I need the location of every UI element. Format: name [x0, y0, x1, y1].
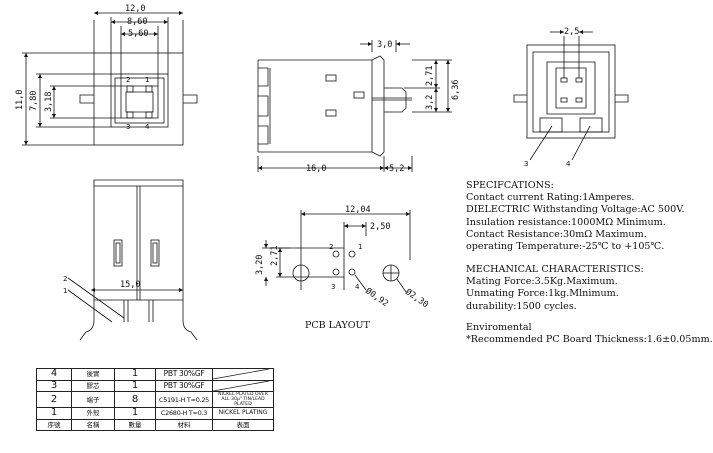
- dim-pcb-pitch: 2,50: [370, 222, 390, 232]
- bom-material: C2680-H T=0.3: [155, 407, 213, 420]
- dim-pcb-span: 12,04: [345, 205, 371, 215]
- dim-pcb-hole-large: Ø2,30: [403, 286, 430, 310]
- environmental-block: Enviromental *Recommended PC Board Thick…: [466, 322, 713, 346]
- bottom-pin-label: 1: [63, 287, 67, 295]
- dim-side-tail: 5,2: [389, 164, 404, 174]
- dim-top-height-mid: 7,80: [29, 91, 39, 111]
- mech-line: durability:1500 cycles.: [466, 300, 577, 312]
- spec-line: Insulation resistance:1000MΩ Minimum.: [466, 216, 666, 228]
- bom-qty: 1: [114, 407, 156, 420]
- mech-line: Mating Force:3.5Kg.Maximum.: [466, 276, 618, 288]
- spec-heading: SPECIFCATIONS:: [466, 180, 554, 191]
- dim-side-length: 16,0: [306, 164, 326, 174]
- bom-name: 外殼: [71, 407, 115, 420]
- top-pin-label: 3: [126, 123, 130, 131]
- front-pin-label: 3: [524, 160, 528, 168]
- bom-no: 3: [36, 379, 72, 392]
- mech-heading: MECHANICAL CHARACTERISTICS:: [466, 264, 644, 275]
- dim-side-top: 3,0: [377, 40, 392, 50]
- bom-finish: NICKEL PLATED OVER ALL 30µ" TIN/LEAD PLA…: [212, 391, 274, 408]
- bom-no: 2: [36, 391, 72, 408]
- bill-of-materials: 4 後實 1 PBT 30%GF 3 膠芯 1 PBT 30%GF 2 端子 8…: [36, 368, 274, 431]
- bom-no: 4: [36, 368, 72, 381]
- top-pin-label: 4: [145, 123, 150, 131]
- specifications-block: SPECIFCATIONS: Contact current Rating:1A…: [466, 180, 685, 253]
- bom-material: C5191-H T=0.25: [155, 391, 213, 408]
- bottom-view: [67, 179, 198, 341]
- pcb-pin-label: 1: [358, 243, 362, 251]
- dim-top-width-inner: 5,60: [128, 29, 148, 39]
- top-view: [22, 11, 198, 146]
- dim-top-height-inner: 3,18: [44, 92, 54, 112]
- dim-bottom-width: 15,0: [120, 280, 140, 290]
- side-view: [257, 40, 452, 172]
- pcb-pin-label: 2: [329, 243, 333, 251]
- mechanical-block: MECHANICAL CHARACTERISTICS: Mating Force…: [466, 264, 644, 313]
- bom-name: 膠芯: [71, 379, 115, 392]
- table-row: 2 端子 8 C5191-H T=0.25 NICKEL PLATED OVER…: [36, 391, 274, 408]
- bom-qty: 1: [114, 379, 156, 392]
- dim-top-height-outer: 11,0: [15, 90, 25, 110]
- dim-front-top: 2,5: [564, 27, 579, 37]
- bom-finish: NICKEL PLATING: [212, 407, 274, 420]
- bom-material: PBT 30%GF: [155, 368, 213, 381]
- env-heading: Enviromental: [466, 322, 532, 333]
- dim-pcb-h-a: 3,20: [255, 255, 265, 275]
- mech-line: Unmating Force:1kg.Mlnimum.: [466, 288, 619, 300]
- pcb-pin-label: 4: [355, 283, 360, 291]
- bom-header-material: 材料: [155, 418, 213, 431]
- dim-pcb-h-b: 2,71: [270, 246, 280, 266]
- bom-header-no: 序號: [36, 418, 72, 431]
- dim-side-right-b: 3,2: [425, 95, 435, 110]
- pcb-layout-drawing: [262, 210, 411, 293]
- dim-pcb-hole-small: Ø0,92: [363, 285, 390, 309]
- spec-line: operating Temperature:-25℃ to +105℃.: [466, 241, 665, 253]
- dim-top-width-mid: 8,60: [127, 17, 147, 27]
- bom-finish-blank: [212, 379, 274, 392]
- dim-side-right-a: 2,71: [425, 66, 435, 86]
- bom-header-name: 名稱: [71, 418, 115, 431]
- top-pin-label: 1: [145, 76, 149, 84]
- bottom-pin-label: 2: [63, 275, 67, 283]
- bom-header-qty: 數量: [114, 418, 156, 431]
- front-pin-label: 4: [566, 160, 571, 168]
- pcb-layout-title: PCB LAYOUT: [305, 320, 370, 331]
- bom-name: 端子: [71, 391, 115, 408]
- table-row: 1 外殼 1 C2680-H T=0.3 NICKEL PLATING: [36, 407, 274, 420]
- bom-material: PBT 30%GF: [155, 379, 213, 392]
- table-header-row: 序號 名稱 數量 材料 表面: [36, 418, 274, 431]
- bom-qty: 8: [114, 391, 156, 408]
- spec-line: Contact Resistance:30mΩ Maximum.: [466, 228, 647, 240]
- bom-header-finish: 表面: [212, 418, 274, 431]
- bom-no: 1: [36, 407, 72, 420]
- spec-line: DIELECTRIC Withstanding Voltage:AC 500V.: [466, 204, 685, 216]
- dim-side-right-c: 6,36: [451, 80, 461, 100]
- bom-finish-blank: [212, 368, 274, 381]
- bom-name: 後實: [71, 368, 115, 381]
- pcb-pin-label: 3: [331, 283, 335, 291]
- table-row: 3 膠芯 1 PBT 30%GF: [36, 379, 274, 392]
- front-view: [513, 30, 629, 161]
- top-pin-label: 2: [126, 76, 130, 84]
- bom-qty: 1: [114, 368, 156, 381]
- env-line: *Recommended PC Board Thickness:1.6±0.05…: [466, 334, 713, 346]
- table-row: 4 後實 1 PBT 30%GF: [36, 368, 274, 381]
- dim-top-width-outer: 12,0: [125, 4, 145, 14]
- spec-line: Contact current Rating:1Amperes.: [466, 192, 635, 204]
